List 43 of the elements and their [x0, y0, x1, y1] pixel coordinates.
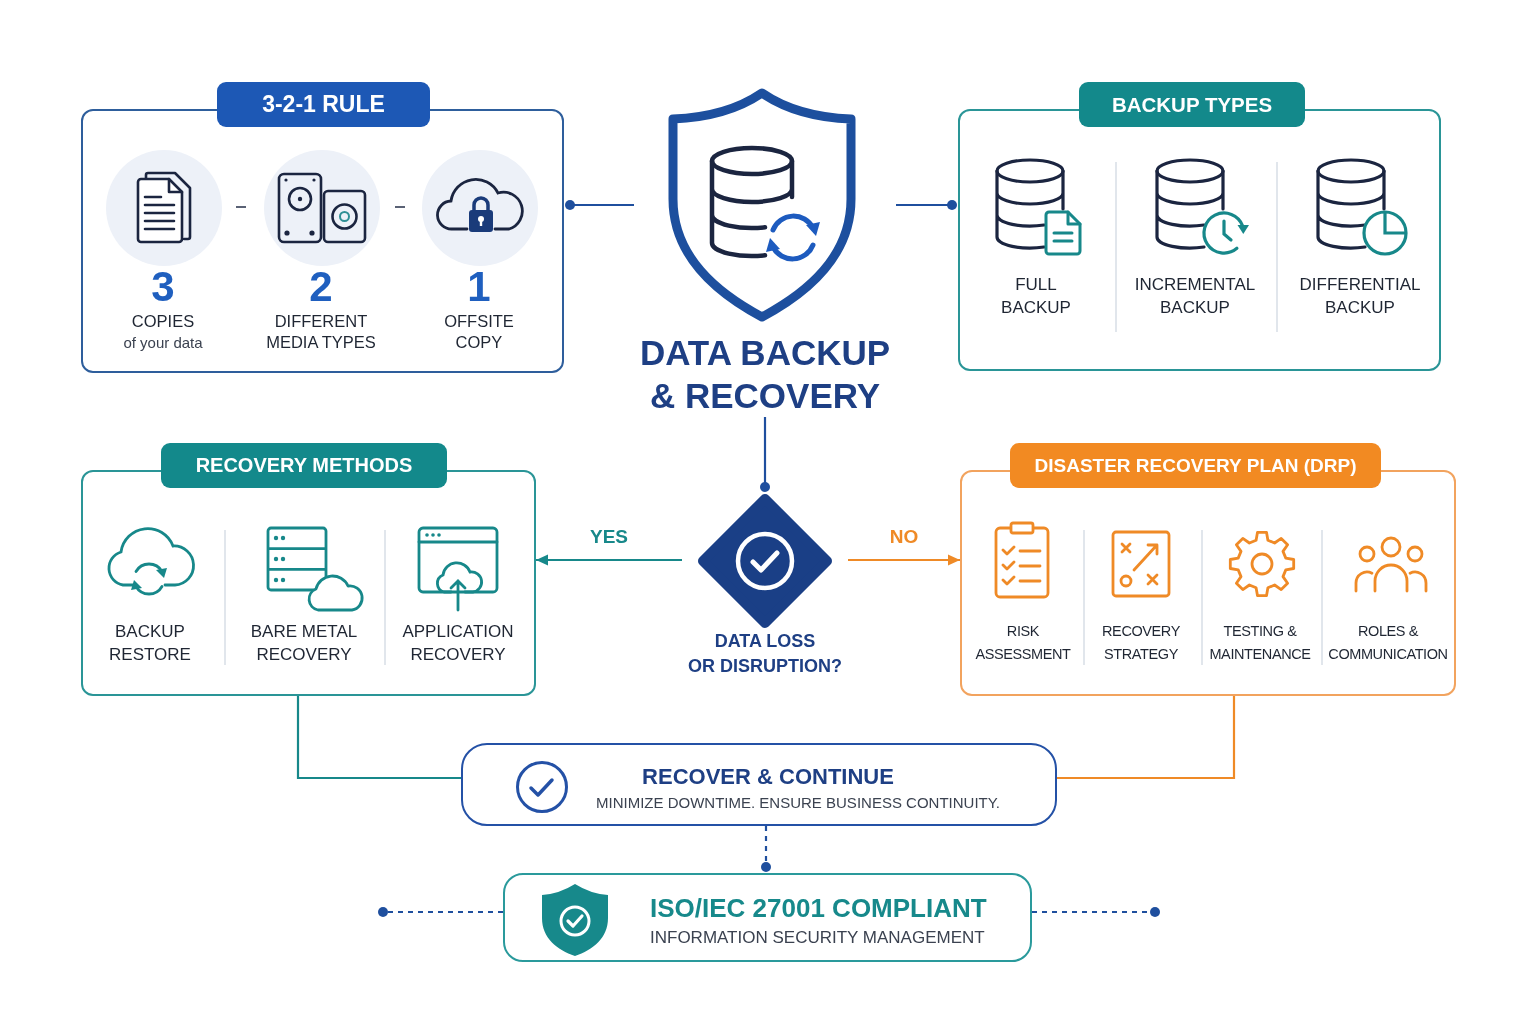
dashed-connector	[761, 826, 771, 872]
rule-caption: of your data	[123, 333, 203, 353]
connector-line	[565, 200, 634, 210]
method-label: APPLICATION RECOVERY	[402, 621, 514, 666]
plan-step-label: ROLES & COMMUNICATION	[1328, 622, 1448, 664]
connector-line	[760, 417, 770, 492]
section-tab: BACKUP TYPES	[1079, 82, 1305, 127]
dashed-connector	[1032, 907, 1160, 917]
section-tab: RECOVERY METHODS	[161, 443, 447, 488]
main-title: DATA BACKUP & RECOVERY	[639, 332, 891, 417]
compliance-banner	[503, 873, 1032, 962]
rule-label: OFFSITE COPY	[444, 311, 514, 353]
rule-number: 1	[467, 265, 491, 309]
decision-question: DATA LOSS OR DISRUPTION?	[688, 630, 842, 678]
plan-step-label: TESTING & MAINTENANCE	[1209, 622, 1311, 664]
dashed-connector	[378, 907, 503, 917]
banner-title: RECOVER & CONTINUE	[642, 764, 894, 790]
section-panel	[958, 82, 1441, 371]
section-panel	[81, 82, 564, 373]
rule-number: 3	[151, 265, 175, 309]
rule-number: 2	[309, 265, 333, 309]
section-tab: 3-2-1 RULE	[217, 82, 430, 127]
section-panel	[81, 443, 536, 696]
method-label: BACKUP RESTORE	[109, 621, 191, 666]
banner-title: ISO/IEC 27001 COMPLIANT	[650, 893, 987, 923]
connector-line	[1057, 696, 1236, 780]
backup-type-label: FULL BACKUP	[1001, 274, 1071, 319]
method-label: BARE METAL RECOVERY	[250, 621, 358, 666]
section-tab: DISASTER RECOVERY PLAN (DRP)	[1010, 443, 1381, 488]
backup-type-label: DIFFERENTIAL BACKUP	[1299, 274, 1421, 319]
arrow	[848, 554, 960, 566]
rule-label: COPIES	[131, 311, 195, 332]
arrow	[536, 554, 682, 566]
section-panel	[960, 443, 1456, 696]
banner-subtitle: INFORMATION SECURITY MANAGEMENT	[650, 928, 985, 948]
plan-step-label: RECOVERY STRATEGY	[1102, 622, 1180, 664]
rule-label: DIFFERENT MEDIA TYPES	[266, 311, 376, 353]
banner-subtitle: MINIMIZE DOWNTIME. ENSURE BUSINESS CONTINUITY.	[596, 794, 1000, 812]
summary-banner	[461, 743, 1057, 826]
plan-step-label: RISK ASSESSMENT	[975, 622, 1071, 664]
connector-line	[896, 200, 957, 210]
connector-line	[296, 696, 461, 780]
backup-type-label: INCREMENTAL BACKUP	[1134, 274, 1256, 319]
